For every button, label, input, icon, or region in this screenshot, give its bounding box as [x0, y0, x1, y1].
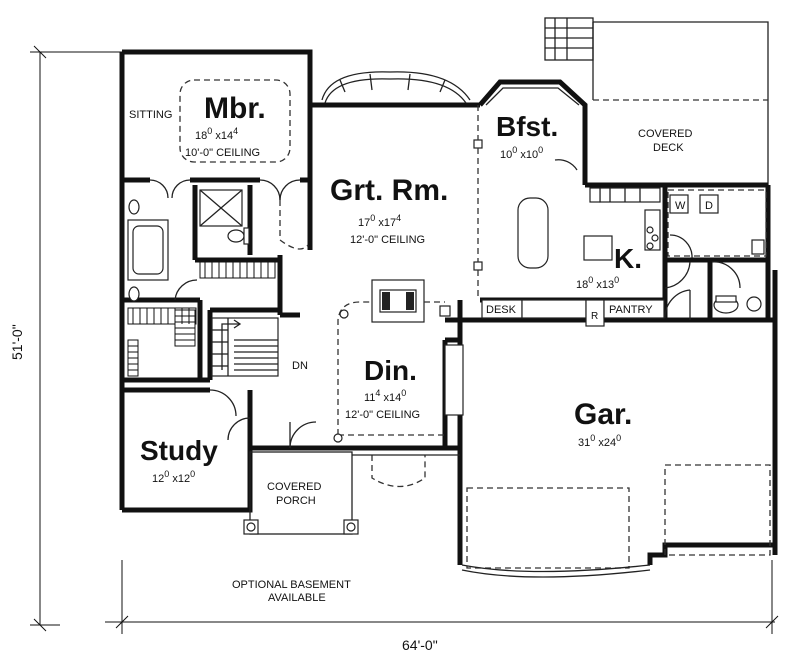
kitchen-fixtures	[481, 187, 691, 327]
great-room-columns	[473, 105, 483, 300]
pantry-label: PANTRY	[609, 304, 653, 316]
master-bedroom-name: Mbr.	[204, 92, 266, 125]
dining-ceiling-outline	[333, 301, 464, 443]
overall-depth-dimension: 51'-0"	[9, 324, 25, 360]
stairs-down-label: DN	[292, 360, 308, 372]
washer-label: W	[675, 200, 686, 212]
breakfast-size: 100 x100	[500, 145, 543, 161]
master-closets	[127, 261, 276, 377]
garage-outlines	[371, 455, 771, 578]
refrigerator-label: R	[591, 311, 598, 322]
kitchen-size: 180 x130	[576, 275, 619, 291]
covered-deck-label-line1: COVERED	[638, 128, 692, 140]
study-size: 120 x120	[152, 469, 195, 485]
covered-porch-label-line2: PORCH	[276, 495, 316, 507]
sitting-area-label: SITTING	[129, 109, 172, 121]
fireplace	[371, 279, 425, 323]
dining-name: Din.	[364, 355, 417, 386]
great-room-bay-window	[321, 71, 471, 104]
overall-width-dimension: 64'-0"	[402, 637, 438, 653]
kitchen-name: K.	[614, 243, 642, 274]
dining-ceiling: 12'-0" CEILING	[345, 409, 420, 421]
breakfast-name: Bfst.	[496, 111, 558, 142]
covered-porch	[243, 451, 460, 535]
garage-name: Gar.	[574, 398, 632, 431]
dryer-label: D	[705, 200, 713, 212]
laundry-and-half-bath	[667, 189, 767, 314]
great-room-size: 170 x174	[358, 213, 401, 229]
staircase	[211, 317, 279, 377]
breakfast-bay-window	[485, 87, 580, 106]
master-bath-fixtures	[127, 179, 309, 302]
study-name: Study	[140, 435, 218, 466]
dimension-lines	[30, 45, 779, 634]
master-ceiling-outline	[179, 79, 291, 163]
great-room-name: Grt. Rm.	[330, 174, 448, 207]
door-swings	[209, 159, 741, 449]
garage-size: 310 x240	[578, 433, 621, 449]
dining-size: 114 x140	[364, 388, 406, 404]
basement-note-line1: OPTIONAL BASEMENT	[232, 579, 351, 591]
master-bedroom-size: 180 x144	[195, 126, 238, 142]
covered-deck-outline	[544, 17, 769, 185]
basement-note-line2: AVAILABLE	[268, 592, 326, 604]
great-room-ceiling: 12'-0" CEILING	[350, 234, 425, 246]
master-bedroom-ceiling: 10'-0" CEILING	[185, 147, 260, 159]
desk-label: DESK	[486, 304, 517, 316]
covered-porch-label-line1: COVERED	[267, 481, 321, 493]
covered-deck-label-line2: DECK	[653, 142, 684, 154]
